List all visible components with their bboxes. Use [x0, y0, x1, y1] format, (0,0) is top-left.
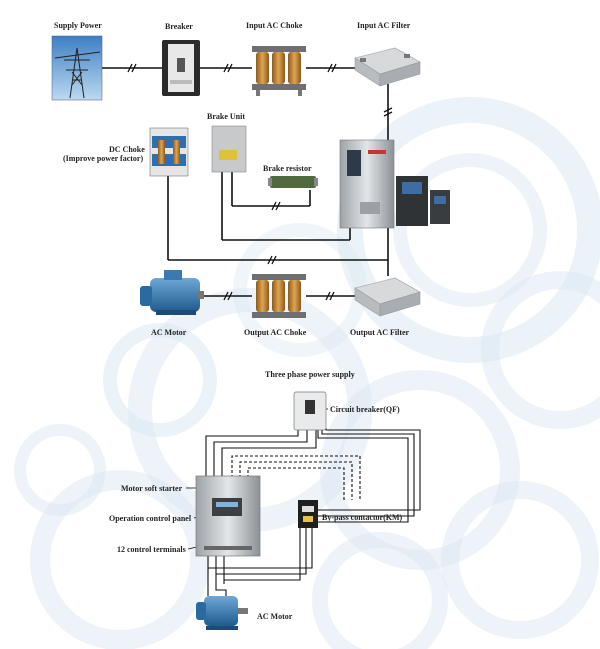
supply-power-image — [51, 35, 103, 101]
bottom-wiring — [186, 408, 421, 596]
soft-starter-image — [195, 475, 261, 557]
bottom-ac-motor-label: AC Motor — [257, 612, 293, 621]
output-ac-filter-image — [354, 277, 421, 317]
dc-choke-label-line2: (Improve power factor) — [63, 154, 144, 163]
breaker-image — [162, 40, 200, 96]
circuit-breaker-label: Circuit breaker(QF) — [330, 405, 400, 414]
input-ac-choke-label: Input AC Choke — [246, 21, 303, 30]
control-terminals-label: 12 control terminals — [117, 545, 186, 554]
output-ac-choke-image — [252, 274, 306, 318]
three-phase-supply-label: Three phase power supply — [265, 370, 355, 379]
breaker-label: Breaker — [165, 22, 193, 31]
output-ac-choke-label: Output AC Choke — [244, 328, 307, 337]
inverter-group-image — [339, 139, 450, 229]
wire-break-marks — [127, 63, 393, 301]
bypass-contactor-image — [298, 500, 318, 528]
brake-unit-image — [211, 125, 247, 173]
supply-power-label: Supply Power — [54, 21, 102, 30]
circuit-breaker-image — [293, 391, 327, 431]
brake-resistor-label: Brake resistor — [263, 164, 312, 173]
dc-choke-image — [149, 127, 189, 177]
bypass-contactor-label: By-pass contactor(KM) — [322, 513, 403, 522]
input-ac-choke-image — [252, 46, 306, 96]
dc-choke-label-line1: DC Choke — [109, 145, 145, 154]
brake-resistor-image — [268, 176, 318, 188]
top-ac-motor-image — [140, 270, 204, 315]
input-ac-filter-image — [354, 47, 421, 87]
motor-soft-starter-label: Motor soft starter — [121, 484, 183, 493]
output-ac-filter-label: Output AC Filter — [350, 328, 410, 337]
brake-unit-label: Brake Unit — [207, 112, 245, 121]
background-gears — [14, 97, 600, 649]
top-ac-motor-label: AC Motor — [151, 328, 187, 337]
operation-control-panel-label: Operation control panel — [109, 514, 192, 523]
input-ac-filter-label: Input AC Filter — [357, 21, 411, 30]
bottom-ac-motor-image — [196, 596, 248, 630]
